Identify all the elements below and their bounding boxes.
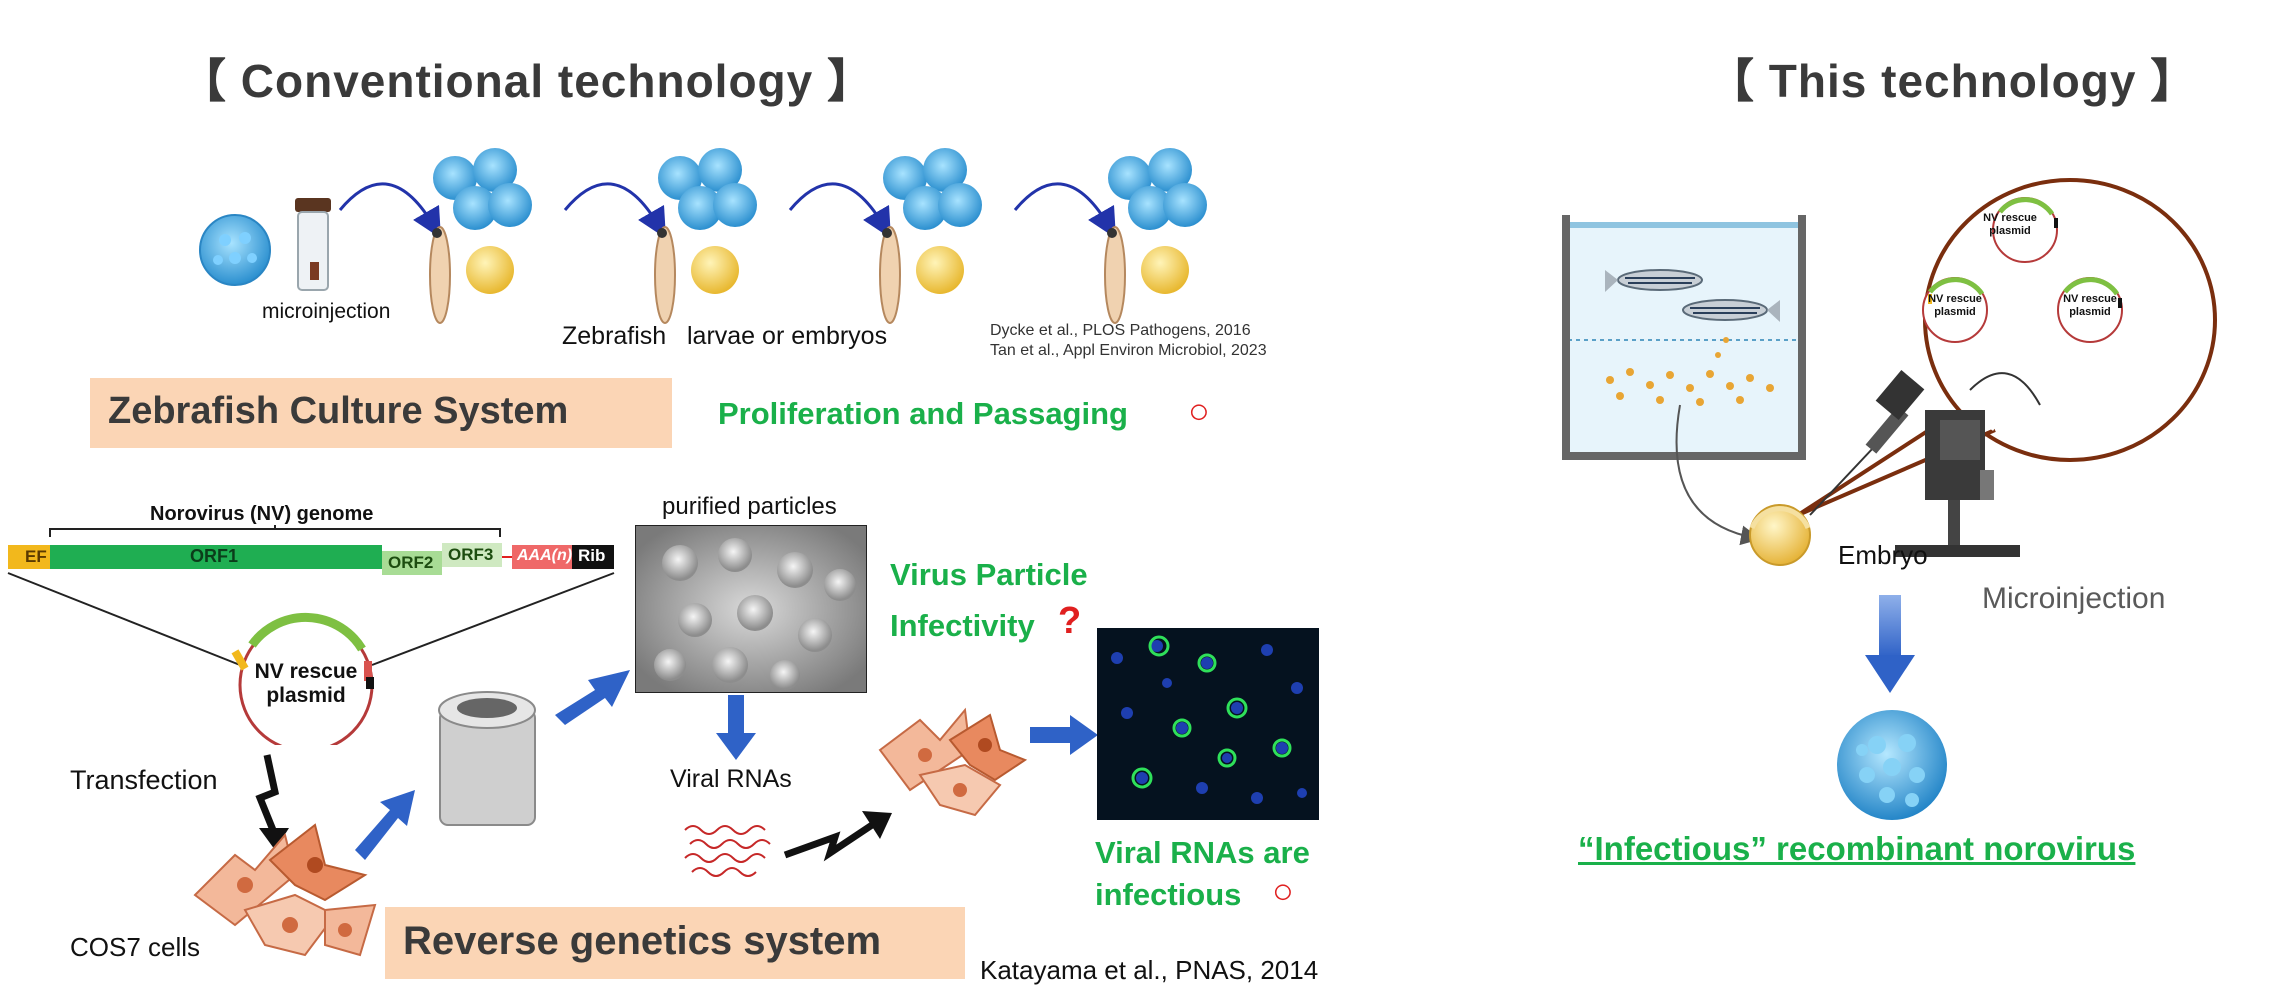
- plasmid-label-line2: plasmid: [266, 684, 346, 707]
- infectious-label: infectious: [1095, 877, 1242, 912]
- virus-cluster-icon-4: [1108, 148, 1207, 230]
- blue-arrow-cells-to-fluorescence: [1030, 715, 1098, 755]
- microinjection-tech-label: Microinjection: [1982, 582, 2166, 615]
- plasmid-icon-2-label: NV rescue plasmid: [1917, 293, 1993, 319]
- virus-cluster-icon-3: [883, 148, 982, 230]
- reverse-genetics-title: Reverse genetics system: [403, 919, 882, 963]
- virus-cluster-icon-1: [433, 148, 532, 230]
- plasmid-icon-3-line1: NV rescue: [2063, 293, 2117, 305]
- immunofluorescence-image: [1097, 628, 1319, 820]
- infected-cells-illustration: [878, 707, 1028, 817]
- recombinant-norovirus-icon: [1837, 710, 1947, 820]
- genome-orf1-label: ORF1: [190, 546, 239, 566]
- larva-icon-2: [654, 226, 739, 324]
- cos7-cells-illustration: [193, 823, 377, 957]
- larva-icon-4: [1104, 226, 1189, 324]
- plasmid-icon-2: [1922, 277, 1988, 343]
- viral-rnas-are-label: Viral RNAs are: [1095, 835, 1310, 870]
- microinjection-label: microinjection: [262, 300, 391, 323]
- plasmid-icon: [231, 612, 374, 745]
- plasmid-icon-2-line1: NV rescue: [1928, 293, 1982, 305]
- zebrafish-icon-1: [1605, 269, 1703, 292]
- genome-ef-label: EF: [25, 547, 47, 566]
- larva-icon-1: [429, 226, 514, 324]
- viral-rna-strands-icon: [684, 825, 771, 877]
- transfection-label: Transfection: [70, 765, 218, 795]
- embryo-label: Embryo: [1838, 540, 1928, 570]
- virus-cluster-icon-2: [658, 148, 757, 230]
- reference-katayama: Katayama et al., PNAS, 2014: [980, 955, 1319, 985]
- egg-to-embryo-arrow: [1675, 404, 1761, 546]
- genome-ef-segment: [8, 545, 50, 569]
- plasmid-icon-1-line2: plasmid: [1989, 225, 2031, 237]
- fish-tank-icon: [1562, 215, 1806, 460]
- rna-transfection-arrow: [783, 811, 892, 862]
- plasmid-icon-1-line1: NV rescue: [1983, 212, 2037, 224]
- embryo-icon: [1749, 504, 1811, 566]
- infectivity-label: Infectivity: [890, 608, 1035, 643]
- blue-arrow-cells-to-centrifuge: [355, 790, 415, 860]
- genome-rib-segment: [572, 545, 614, 569]
- virus-particle-label: Virus Particle: [890, 557, 1088, 592]
- viral-rnas-label: Viral RNAs: [670, 765, 792, 793]
- injection-arrow-2: [563, 182, 667, 239]
- genome-orf3-label: ORF3: [448, 545, 494, 564]
- plasmid-icon-1: [1992, 197, 2058, 263]
- infectious-success-mark: ○: [1272, 870, 1294, 911]
- this-technology-illustration: [1562, 178, 2217, 566]
- blue-arrow-centrifuge-to-particles: [555, 670, 630, 725]
- blue-arrow-particles-to-rnas: [716, 695, 756, 760]
- culture-system-title: Zebrafish Culture System: [108, 390, 569, 432]
- genome-orf2-label: ORF2: [388, 553, 434, 572]
- proliferation-success-mark: ○: [1188, 390, 1210, 431]
- zebrafish-icon-2: [1682, 299, 1780, 322]
- plasmid-label: NV rescue plasmid: [248, 660, 364, 708]
- genome-orf1-segment: [50, 545, 382, 569]
- plasmid-icon-3-line2: plasmid: [2069, 306, 2111, 318]
- plasmid-label-line1: NV rescue: [254, 660, 358, 683]
- plasmid-icon-3-label: NV rescue plasmid: [2052, 293, 2128, 319]
- genome-construct-diagram: [7, 525, 615, 745]
- injection-arrow-1: [338, 182, 442, 239]
- injection-arrow-4: [1013, 182, 1117, 239]
- genome-orf3-segment: [442, 543, 502, 567]
- sample-tube-icon: [295, 198, 331, 291]
- cos7-label: COS7 cells: [70, 932, 201, 962]
- plasmid-icon-1-label: NV rescue plasmid: [1972, 212, 2048, 238]
- genome-orf2-segment: [382, 551, 442, 575]
- zebrafish-passaging-illustration: [199, 148, 1207, 324]
- zebrafish-label: Zebrafish: [562, 322, 667, 350]
- this-tech-header: 【 This technology 】: [1708, 55, 2198, 107]
- culture-system-box: Zebrafish Culture System: [90, 378, 672, 448]
- infectivity-question-mark: ?: [1058, 600, 1082, 642]
- larva-icon-3: [879, 226, 964, 324]
- plasmid-icon-3: [2057, 277, 2123, 343]
- em-particles-image: [635, 525, 867, 693]
- reverse-genetics-box: Reverse genetics system: [385, 907, 965, 979]
- injection-arrow-3: [788, 182, 892, 239]
- genome-polya-segment: [512, 545, 572, 569]
- proliferation-label: Proliferation and Passaging: [718, 396, 1128, 431]
- fish-eggs-icon: [1606, 337, 1774, 406]
- transfection-arrow: [255, 754, 289, 850]
- purified-particles-label: purified particles: [662, 493, 837, 520]
- genome-polya-label: AAA(n): [517, 547, 573, 564]
- genome-rib-label: Rib: [578, 546, 606, 565]
- genome-title: Norovirus (NV) genome: [150, 503, 374, 525]
- blue-arrow-embryo-to-virus: [1865, 595, 1915, 693]
- larvae-label: larvae or embryos: [687, 322, 888, 350]
- plasmid-icon-2-line2: plasmid: [1934, 306, 1976, 318]
- reference-tan: Tan et al., Appl Environ Microbiol, 2023: [990, 342, 1267, 359]
- centrifuge-icon: [438, 691, 536, 826]
- reference-dycke: Dycke et al., PLOS Pathogens, 2016: [990, 322, 1251, 339]
- conventional-header: 【 Conventional technology 】: [180, 55, 875, 107]
- recombinant-norovirus-label: “Infectious” recombinant norovirus: [1578, 830, 2136, 867]
- microinjector-icon: [1809, 370, 2041, 557]
- virus-icon: [199, 214, 271, 286]
